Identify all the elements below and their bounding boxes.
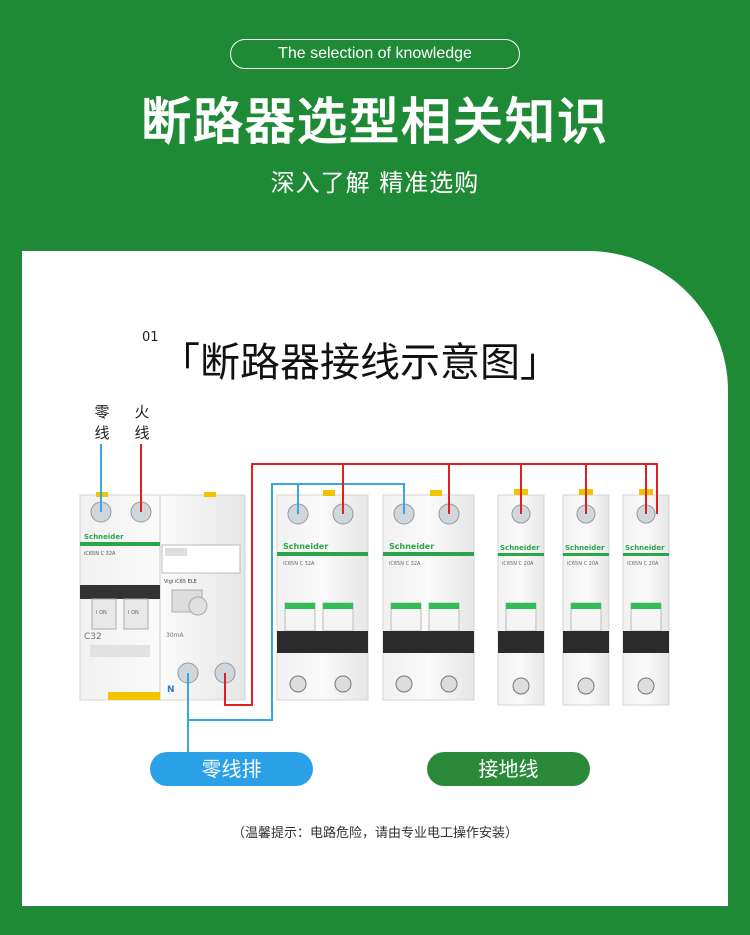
brand-1p1: Schneider xyxy=(500,544,540,552)
ground-wire-button[interactable]: 接地线 xyxy=(427,752,590,786)
one-pole-breaker-1: Schneider iC65N C 20A xyxy=(497,489,545,706)
main-breaker-rcd: Schneider iC65N C 32A Vigi iC65 ELE I ON… xyxy=(79,492,246,701)
bracket-open: 「 xyxy=(160,340,200,386)
n-mark: N xyxy=(167,685,175,695)
two-pole-breaker-2: Schneider iC65N C 32A xyxy=(382,490,475,701)
brand-1p3: Schneider xyxy=(625,544,665,552)
main-rating: C32 xyxy=(84,632,102,642)
live-wire-label: 火线 xyxy=(134,403,150,442)
neutral-wire-label: 零线 xyxy=(94,403,110,442)
bracket-close: 」 xyxy=(520,340,560,386)
section-title: 「断路器接线示意图」 xyxy=(160,330,560,388)
page-subtitle: 深入了解 精准选购 xyxy=(270,169,480,197)
neutral-bar-button[interactable]: 零线排 xyxy=(150,752,313,786)
page-title: 断路器选型相关知识 xyxy=(141,93,609,151)
rcd-model: Vigi iC65 ELE xyxy=(164,579,197,585)
brand-2p1: Schneider xyxy=(283,542,328,551)
one-pole-breaker-2: Schneider iC65N C 20A xyxy=(562,489,610,706)
on-label-1: I ON xyxy=(96,610,107,616)
model-1p2: iC65N C 20A xyxy=(567,561,599,567)
safety-tip: （温馨提示：电路危险，请由专业电工操作安装） xyxy=(231,826,518,841)
section-title-text: 断路器接线示意图 xyxy=(200,340,520,386)
model-2p2: iC65N C 32A xyxy=(389,561,421,567)
section-number: 01 xyxy=(142,330,159,345)
main-model: iC65N C 32A xyxy=(84,551,116,557)
one-pole-breaker-3: Schneider iC65N C 20A xyxy=(622,489,670,706)
model-2p1: iC65N C 32A xyxy=(283,561,315,567)
on-label-2: I ON xyxy=(128,610,139,616)
brand-1p2: Schneider xyxy=(565,544,605,552)
knowledge-pill: The selection of knowledge xyxy=(230,39,520,69)
model-1p3: iC65N C 20A xyxy=(627,561,659,567)
main-brand: Schneider xyxy=(84,533,124,541)
brand-2p2: Schneider xyxy=(389,542,434,551)
neutral-wires xyxy=(100,444,405,752)
model-1p1: iC65N C 20A xyxy=(502,561,534,567)
live-wires xyxy=(140,444,658,706)
two-pole-breaker-1: Schneider iC65N C 32A xyxy=(276,490,369,701)
rcd-ma: 30mA xyxy=(166,632,184,639)
